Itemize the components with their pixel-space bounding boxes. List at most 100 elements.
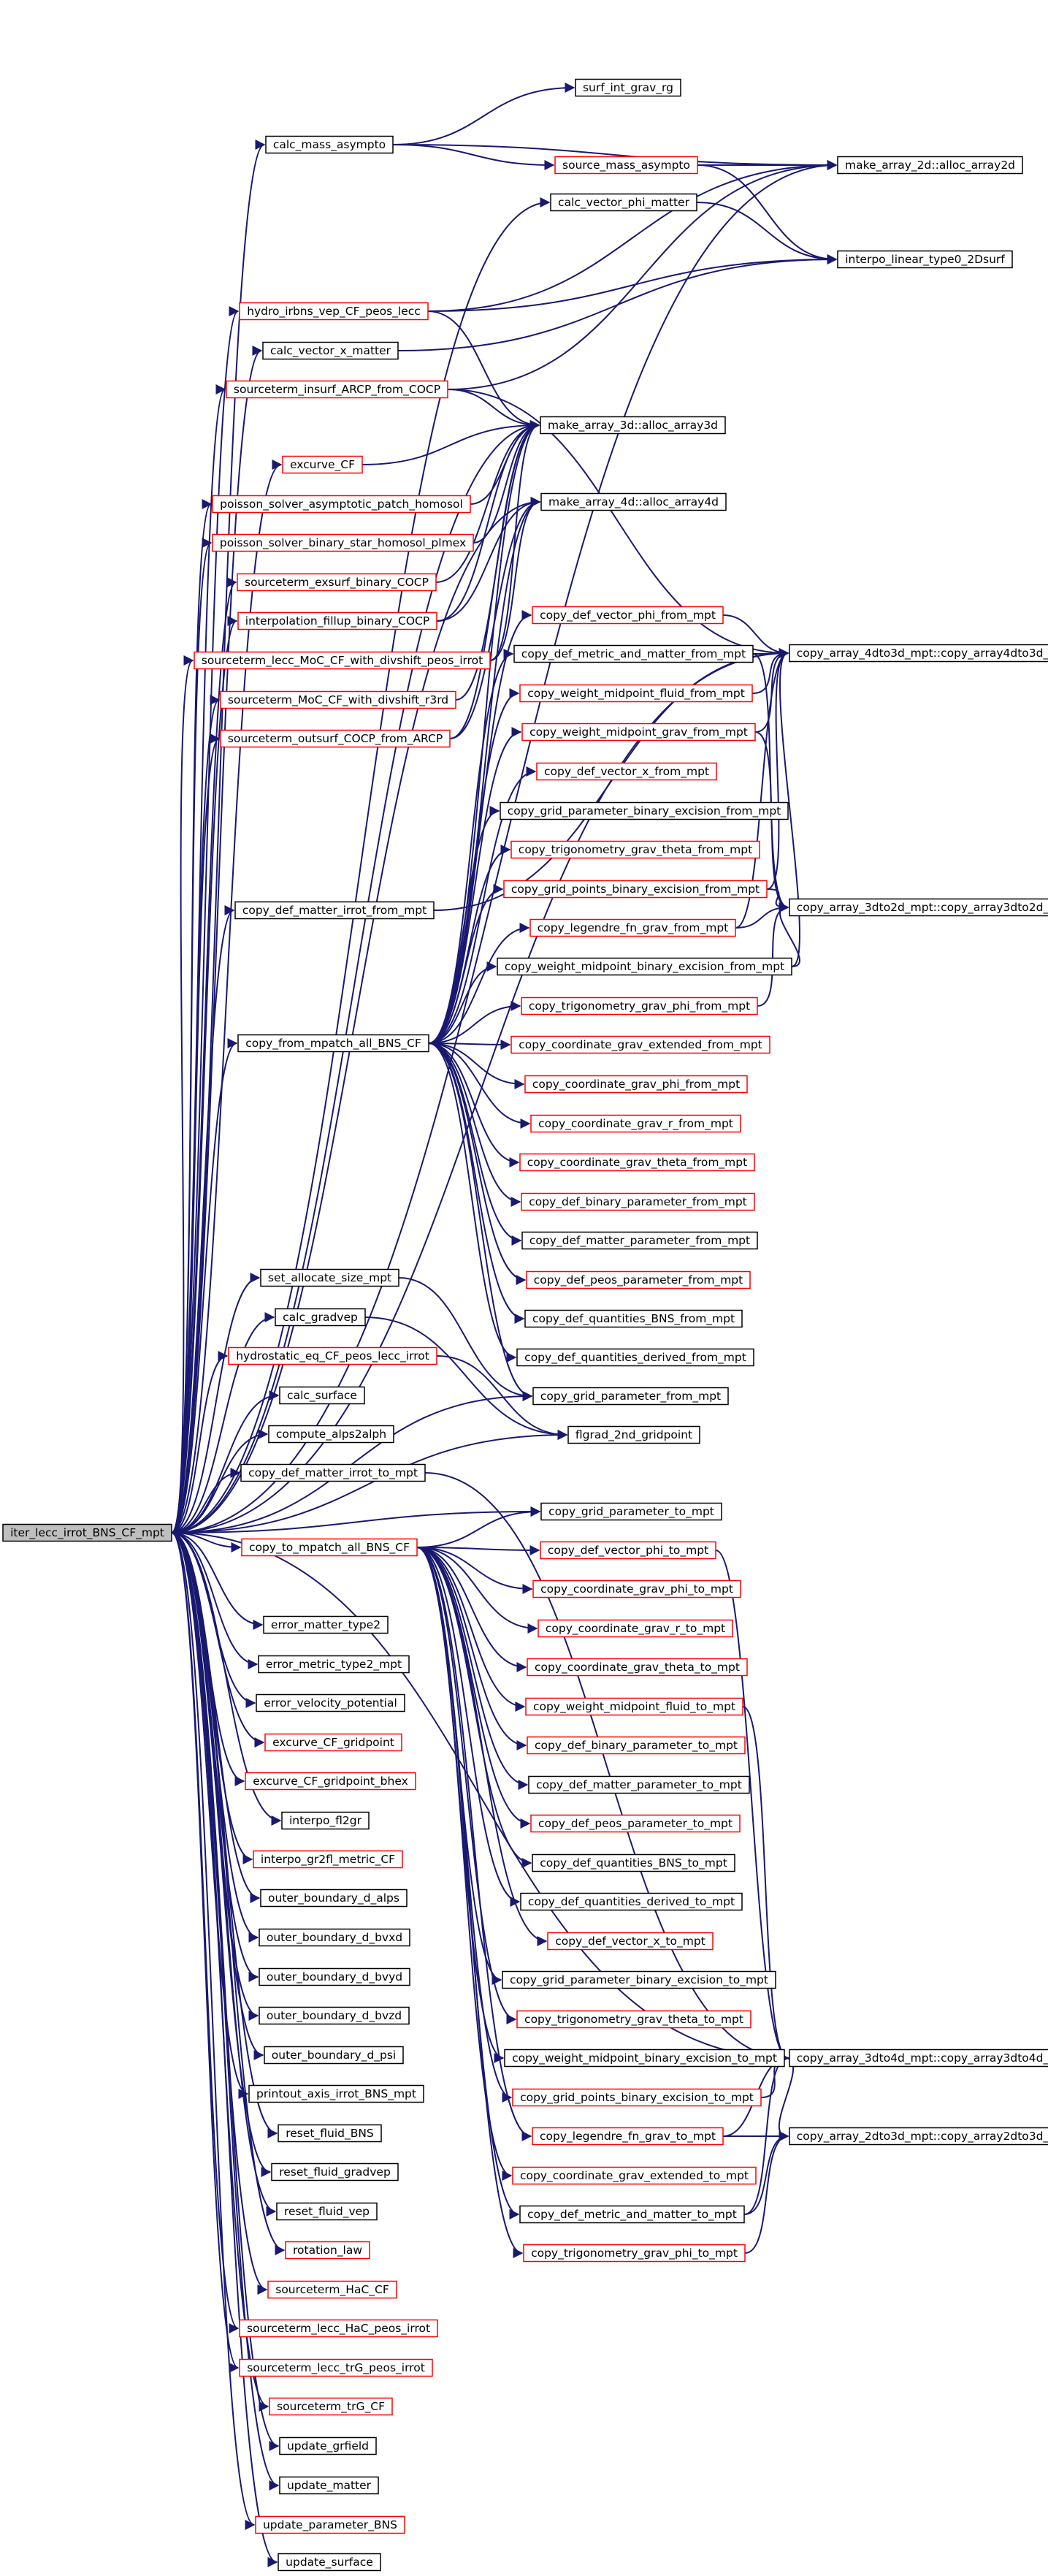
node-poisson-patch[interactable]: poisson_solver_asymptotic_patch_homosol: [212, 495, 471, 514]
node-t-grid-points-bex[interactable]: copy_grid_points_binary_excision_to_mpt: [512, 2088, 762, 2107]
node-f-peos-param[interactable]: copy_def_peos_parameter_from_mpt: [526, 1270, 751, 1289]
node-f-grid-points-bex[interactable]: copy_grid_points_binary_excision_from_mp…: [503, 880, 768, 899]
node-make-array-2d[interactable]: make_array_2d::alloc_array2d: [837, 156, 1023, 175]
node-t-peos-param[interactable]: copy_def_peos_parameter_to_mpt: [530, 1814, 741, 1833]
node-sourceterm-lecc-trG[interactable]: sourceterm_lecc_trG_peos_irrot: [239, 2358, 433, 2377]
node-surf-int-grav-rg[interactable]: surf_int_grav_rg: [575, 78, 681, 97]
node-f-coord-r[interactable]: copy_coordinate_grav_r_from_mpt: [530, 1114, 741, 1133]
node-update-surface[interactable]: update_surface: [278, 2553, 381, 2572]
node-t-weight-fluid[interactable]: copy_weight_midpoint_fluid_to_mpt: [525, 1697, 743, 1716]
node-sourceterm-lecc-MoC[interactable]: sourceterm_lecc_MoC_CF_with_divshift_peo…: [194, 651, 491, 670]
node-rotation-law[interactable]: rotation_law: [285, 2241, 370, 2260]
node-interpo-fl2gr[interactable]: interpo_fl2gr: [281, 1811, 370, 1830]
node-t-legendre[interactable]: copy_legendre_fn_grav_to_mpt: [532, 2127, 724, 2146]
node-hydrostatic-eq[interactable]: hydrostatic_eq_CF_peos_lecc_irrot: [228, 1346, 437, 1365]
node-f-weight-bex[interactable]: copy_weight_midpoint_binary_excision_fro…: [497, 957, 792, 976]
node-f-legendre[interactable]: copy_legendre_fn_grav_from_mpt: [529, 918, 736, 937]
node-make-array-4d[interactable]: make_array_4d::alloc_array4d: [540, 492, 727, 511]
node-f-matter-param[interactable]: copy_def_matter_parameter_from_mpt: [521, 1231, 758, 1250]
node-f-grid-param-bex[interactable]: copy_grid_parameter_binary_excision_from…: [500, 801, 789, 820]
node-copy-3dto4d[interactable]: copy_array_3dto4d_mpt::copy_array3dto4d_…: [789, 2049, 1048, 2068]
node-copy-to-mpatch[interactable]: copy_to_mpatch_all_BNS_CF: [241, 1538, 418, 1557]
node-flgrad[interactable]: flgrad_2nd_gridpoint: [567, 1425, 700, 1444]
node-copy-3dto2d[interactable]: copy_array_3dto2d_mpt::copy_array3dto2d_…: [789, 898, 1048, 917]
node-root[interactable]: iter_lecc_irrot_BNS_CF_mpt: [2, 1523, 172, 1542]
node-f-grid-param[interactable]: copy_grid_parameter_from_mpt: [532, 1387, 729, 1406]
node-t-grid-param-bex[interactable]: copy_grid_parameter_binary_excision_to_m…: [502, 1970, 776, 1989]
node-reset-fluid-gradvep[interactable]: reset_fluid_gradvep: [271, 2162, 399, 2181]
node-calc-gradvep[interactable]: calc_gradvep: [275, 1308, 366, 1327]
node-f-weight-fluid[interactable]: copy_weight_midpoint_fluid_from_mpt: [519, 684, 753, 703]
node-sourceterm-lecc-HaC[interactable]: sourceterm_lecc_HaC_peos_irrot: [239, 2319, 438, 2338]
node-t-quant-BNS[interactable]: copy_def_quantities_BNS_to_mpt: [532, 1853, 735, 1872]
node-f-quant-BNS[interactable]: copy_def_quantities_BNS_from_mpt: [524, 1309, 743, 1328]
node-t-vector-x[interactable]: copy_def_vector_x_to_mpt: [547, 1932, 714, 1951]
node-update-parameter-BNS[interactable]: update_parameter_BNS: [255, 2515, 405, 2534]
node-t-binary-param[interactable]: copy_def_binary_parameter_to_mpt: [527, 1736, 746, 1755]
node-set-allocate-size-mpt[interactable]: set_allocate_size_mpt: [260, 1268, 399, 1287]
node-calc-vector-phi-matter[interactable]: calc_vector_phi_matter: [550, 193, 697, 212]
node-f-vector-phi[interactable]: copy_def_vector_phi_from_mpt: [532, 606, 724, 625]
node-sourceterm-trG-CF[interactable]: sourceterm_trG_CF: [269, 2397, 393, 2416]
node-t-quant-derived[interactable]: copy_def_quantities_derived_to_mpt: [520, 1892, 743, 1911]
node-excurve-CF[interactable]: excurve_CF: [282, 455, 363, 474]
node-excurve-CF-gridpoint-bhex[interactable]: excurve_CF_gridpoint_bhex: [245, 1772, 416, 1791]
node-t-trig-theta[interactable]: copy_trigonometry_grav_theta_to_mpt: [516, 2010, 751, 2029]
node-copy-from-mpatch[interactable]: copy_from_mpatch_all_BNS_CF: [237, 1034, 429, 1053]
node-compute-alps2alph[interactable]: compute_alps2alph: [268, 1425, 394, 1444]
node-copy-2dto3d[interactable]: copy_array_2dto3d_mpt::copy_array2dto3d_…: [789, 2127, 1048, 2146]
node-outer-boundary-d-bvyd[interactable]: outer_boundary_d_bvyd: [259, 1967, 410, 1986]
node-interpo-gr2fl-metric-CF[interactable]: interpo_gr2fl_metric_CF: [253, 1850, 403, 1869]
node-error-velocity-potential[interactable]: error_velocity_potential: [256, 1693, 405, 1712]
node-interpo-linear[interactable]: interpo_linear_type0_2Dsurf: [837, 250, 1013, 269]
node-calc-mass-asympto[interactable]: calc_mass_asympto: [265, 135, 394, 154]
node-sourceterm-HaC-CF[interactable]: sourceterm_HaC_CF: [267, 2280, 397, 2299]
node-error-metric-type2-mpt[interactable]: error_metric_type2_mpt: [258, 1655, 410, 1674]
node-outer-boundary-d-bvxd[interactable]: outer_boundary_d_bvxd: [259, 1928, 410, 1947]
node-calc-vector-x-matter[interactable]: calc_vector_x_matter: [262, 341, 399, 360]
node-t-coord-ext[interactable]: copy_coordinate_grav_extended_to_mpt: [512, 2166, 757, 2185]
node-interpolation-fillup[interactable]: interpolation_fillup_binary_COCP: [237, 611, 437, 630]
node-calc-surface[interactable]: calc_surface: [279, 1386, 365, 1405]
node-hydro-irbns[interactable]: hydro_irbns_vep_CF_peos_lecc: [239, 302, 429, 321]
node-t-coord-theta[interactable]: copy_coordinate_grav_theta_to_mpt: [527, 1658, 748, 1677]
node-make-array-3d[interactable]: make_array_3d::alloc_array3d: [540, 416, 726, 435]
node-copy-def-matter-irrot-to-mpt[interactable]: copy_def_matter_irrot_to_mpt: [240, 1463, 426, 1482]
node-t-grid-param[interactable]: copy_grid_parameter_to_mpt: [540, 1502, 722, 1521]
node-f-trig-phi[interactable]: copy_trigonometry_grav_phi_from_mpt: [521, 997, 758, 1015]
node-t-vector-phi[interactable]: copy_def_vector_phi_to_mpt: [540, 1541, 716, 1560]
node-reset-fluid-BNS[interactable]: reset_fluid_BNS: [278, 2124, 382, 2143]
node-sourceterm-MoC[interactable]: sourceterm_MoC_CF_with_divshift_r3rd: [220, 690, 456, 709]
node-outer-boundary-d-alps[interactable]: outer_boundary_d_alps: [260, 1889, 408, 1908]
node-t-metric-matter[interactable]: copy_def_metric_and_matter_to_mpt: [519, 2205, 745, 2224]
node-sourceterm-outsurf[interactable]: sourceterm_outsurf_COCP_from_ARCP: [220, 729, 451, 748]
node-excurve-CF-gridpoint[interactable]: excurve_CF_gridpoint: [264, 1733, 402, 1752]
node-outer-boundary-d-psi[interactable]: outer_boundary_d_psi: [264, 2046, 404, 2065]
node-f-quant-derived[interactable]: copy_def_quantities_derived_from_mpt: [516, 1348, 754, 1367]
node-update-matter[interactable]: update_matter: [279, 2476, 379, 2495]
node-t-matter-param[interactable]: copy_def_matter_parameter_to_mpt: [528, 1775, 750, 1794]
node-f-coord-theta[interactable]: copy_coordinate_grav_theta_from_mpt: [519, 1153, 755, 1172]
node-f-coord-phi[interactable]: copy_coordinate_grav_phi_from_mpt: [524, 1075, 748, 1094]
node-update-grfield[interactable]: update_grfield: [279, 2436, 377, 2455]
node-sourceterm-exsurf[interactable]: sourceterm_exsurf_binary_COCP: [237, 573, 437, 592]
node-f-weight-grav[interactable]: copy_weight_midpoint_grav_from_mpt: [521, 723, 756, 742]
node-source-mass-asympto[interactable]: source_mass_asympto: [554, 156, 698, 175]
node-t-coord-r[interactable]: copy_coordinate_grav_r_to_mpt: [538, 1619, 733, 1638]
node-f-coord-ext[interactable]: copy_coordinate_grav_extended_from_mpt: [510, 1035, 770, 1054]
node-error-matter-type2[interactable]: error_matter_type2: [263, 1615, 389, 1634]
node-t-weight-bex[interactable]: copy_weight_midpoint_binary_excision_to_…: [504, 2049, 785, 2068]
node-reset-fluid-vep[interactable]: reset_fluid_vep: [276, 2202, 378, 2221]
node-f-binary-param[interactable]: copy_def_binary_parameter_from_mpt: [521, 1192, 755, 1211]
node-f-trig-theta[interactable]: copy_trigonometry_grav_theta_from_mpt: [510, 840, 760, 859]
node-copy-def-matter-irrot-from-mpt[interactable]: copy_def_matter_irrot_from_mpt: [234, 901, 435, 920]
node-outer-boundary-d-bvzd[interactable]: outer_boundary_d_bvzd: [259, 2006, 410, 2025]
node-f-vector-x[interactable]: copy_def_vector_x_from_mpt: [536, 762, 717, 781]
node-sourceterm-insurf[interactable]: sourceterm_insurf_ARCP_from_COCP: [226, 380, 448, 399]
node-printout-axis[interactable]: printout_axis_irrot_BNS_mpt: [248, 2084, 424, 2103]
node-f-metric-matter[interactable]: copy_def_metric_and_matter_from_mpt: [513, 644, 754, 663]
node-t-coord-phi[interactable]: copy_coordinate_grav_phi_to_mpt: [532, 1579, 741, 1598]
node-t-trig-phi[interactable]: copy_trigonometry_grav_phi_to_mpt: [523, 2244, 746, 2263]
node-poisson-binary[interactable]: poisson_solver_binary_star_homosol_plmex: [212, 533, 474, 552]
node-copy-4dto3d[interactable]: copy_array_4dto3d_mpt::copy_array4dto3d_…: [789, 644, 1048, 663]
